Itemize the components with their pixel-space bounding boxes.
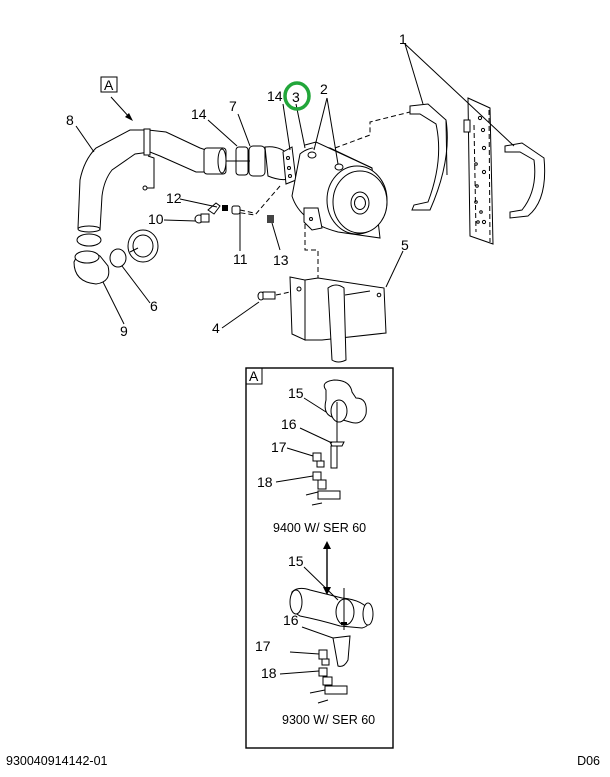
detail-9400-assembly	[305, 379, 367, 506]
detail-bottom-callout-18: 18	[261, 665, 277, 681]
detail-top-callout-15: 15	[288, 385, 304, 401]
detail-top-callout-17: 17	[271, 439, 287, 455]
detail-9300-assembly	[289, 587, 374, 704]
detail-top-callout-16: 16	[281, 416, 297, 432]
footer-part-number: 930040914142-01	[6, 754, 108, 768]
highlight-ring-callout-3	[283, 81, 311, 111]
leader-lines	[75, 43, 515, 329]
detail-view-a: A 15 16 17 18 9400 W/ SER 60	[245, 367, 394, 749]
support-bracket	[289, 276, 387, 363]
callout-2: 2	[320, 81, 328, 97]
detail-frame	[245, 367, 394, 749]
footer-page-code: D06	[577, 754, 600, 768]
callout-8: 8	[66, 112, 74, 128]
callout-12: 12	[166, 190, 182, 206]
callout-9: 9	[120, 323, 128, 339]
mounting-brackets	[409, 97, 546, 245]
detail-top-caption: 9400 W/ SER 60	[273, 521, 366, 535]
callout-1: 1	[399, 31, 407, 47]
callout-3: 3	[292, 89, 300, 105]
callout-5: 5	[401, 237, 409, 253]
detail-bottom-callout-17: 17	[255, 638, 271, 654]
detail-bottom-caption: 9300 W/ SER 60	[282, 713, 375, 727]
double-arrow	[323, 541, 331, 595]
view-ref-a-label: A	[104, 77, 114, 93]
callout-13: 13	[273, 252, 289, 268]
detail-label-a: A	[249, 368, 259, 384]
hose-coupler	[203, 145, 297, 185]
callout-14-right: 14	[267, 88, 283, 104]
air-cleaner-housing	[291, 141, 388, 239]
intake-pipe	[77, 128, 207, 233]
callout-4: 4	[212, 320, 220, 336]
detail-bottom-callout-15: 15	[288, 553, 304, 569]
detail-top-callout-18: 18	[257, 474, 273, 490]
elbow-and-seals	[73, 229, 159, 285]
view-ref-box-a: A	[100, 76, 133, 121]
callout-11: 11	[233, 251, 248, 267]
small-fittings	[194, 202, 274, 224]
callout-6: 6	[150, 298, 158, 314]
detail-bottom-callout-16: 16	[283, 612, 299, 628]
callout-10: 10	[148, 211, 164, 227]
callout-14-left: 14	[191, 106, 207, 122]
callout-7: 7	[229, 98, 237, 114]
bolt	[257, 291, 291, 301]
